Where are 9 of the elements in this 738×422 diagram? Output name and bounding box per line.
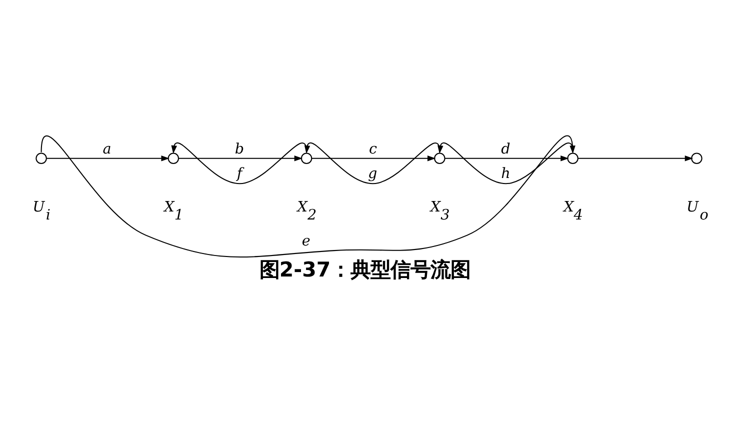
- edge-label: d: [501, 140, 510, 157]
- edge-label: g: [368, 166, 378, 182]
- edge-label: a: [102, 140, 112, 157]
- edge-label: c: [369, 140, 378, 157]
- caption: 图2-37：典型信号流图: [259, 257, 471, 282]
- edge-label: b: [234, 140, 244, 157]
- edge-label: h: [501, 166, 510, 182]
- edge-label: e: [302, 233, 310, 250]
- edge-label: f: [236, 166, 242, 182]
